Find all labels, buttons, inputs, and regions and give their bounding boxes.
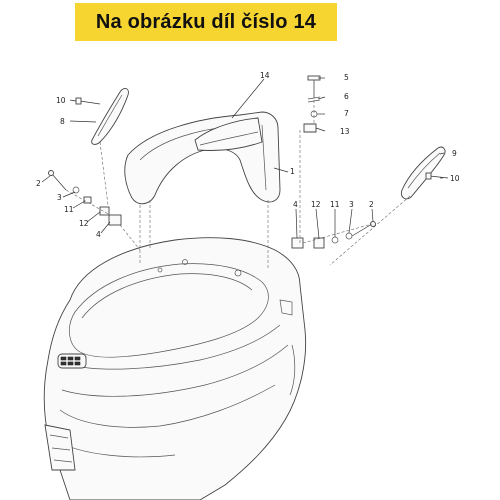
label-10-right: 10 (450, 174, 460, 183)
callout-labels: 14 5 6 7 13 10 8 1 9 10 2 3 11 12 4 4 12… (36, 71, 460, 239)
label-3-left: 3 (57, 193, 62, 202)
label-12-left: 12 (79, 219, 89, 228)
part-number-banner: Na obrázku díl číslo 14 (75, 3, 337, 41)
fasteners-right (291, 221, 376, 249)
label-1: 1 (290, 167, 295, 176)
fasteners-left (48, 170, 122, 226)
label-3-right: 3 (349, 200, 354, 209)
label-4-right: 4 (293, 200, 298, 209)
assembly-dashes (99, 130, 411, 270)
label-4-left: 4 (96, 230, 101, 239)
label-2-left: 2 (36, 179, 41, 188)
label-8: 8 (60, 117, 65, 126)
label-10-left: 10 (56, 96, 66, 105)
label-5: 5 (344, 73, 349, 82)
label-12-right: 12 (311, 200, 321, 209)
rear-body-shell (43, 237, 307, 500)
side-handle-part-8 (91, 88, 129, 145)
label-6: 6 (344, 92, 349, 101)
label-11-left: 11 (64, 205, 74, 214)
fasteners-top (303, 75, 321, 133)
side-handle-part-9 (400, 146, 446, 200)
label-14: 14 (260, 71, 270, 80)
label-11-right: 11 (330, 200, 340, 209)
label-2-right: 2 (369, 200, 374, 209)
cover-part-14 (194, 117, 263, 151)
leader-lines (41, 77, 445, 239)
label-7: 7 (344, 109, 349, 118)
handle-bolts (75, 97, 449, 180)
label-9: 9 (452, 149, 457, 158)
label-13: 13 (340, 127, 350, 136)
